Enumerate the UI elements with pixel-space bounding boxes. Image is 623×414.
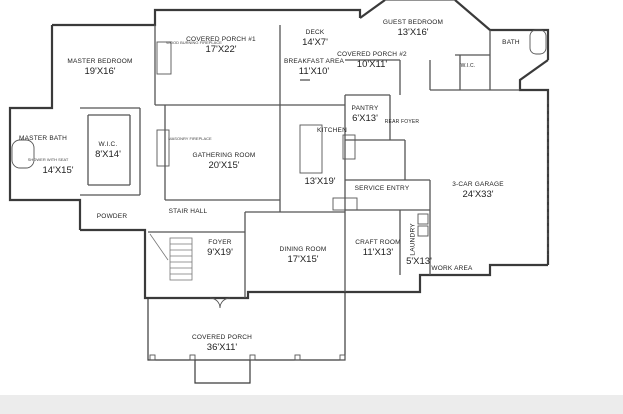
room-covered-porch-2: COVERED PORCH #2 10'X11' <box>337 51 407 70</box>
room-name: 3-CAR GARAGE <box>452 181 504 188</box>
interior-walls <box>80 0 520 298</box>
room-kitchen: KITCHEN <box>317 127 347 135</box>
room-dim: 17'X15' <box>287 253 319 265</box>
room-pantry: PANTRY 6'X13' <box>351 105 379 124</box>
room-work-area: WORK AREA <box>431 265 473 273</box>
room-name: COVERED PORCH #2 <box>337 51 407 58</box>
room-name: GATHERING ROOM <box>192 152 256 159</box>
room-service-entry: SERVICE ENTRY <box>354 185 410 193</box>
room-deck: DECK 14'X7' <box>302 29 328 48</box>
room-master-bath: MASTER BATH <box>19 135 67 143</box>
room-dim: 9'X19' <box>207 246 233 258</box>
room-dim: 36'X11' <box>206 341 238 353</box>
room-wic-master: W.I.C. 8'X14' <box>95 141 121 160</box>
room-name: LAUNDRY <box>409 223 417 256</box>
room-master-bath-dim: 14'X15' <box>42 165 73 176</box>
room-covered-porch-front: COVERED PORCH 36'X11' <box>191 334 253 353</box>
room-stair-hall: STAIR HALL <box>168 208 208 216</box>
fixtures <box>11 29 549 361</box>
room-craft-room: CRAFT ROOM 11'X13' <box>355 239 401 258</box>
room-bath: BATH <box>502 39 520 47</box>
room-name: COVERED PORCH <box>191 334 253 341</box>
note-fireplace-porch: WOOD BURNING FIREPLACE <box>166 40 222 45</box>
room-name: MASTER BEDROOM <box>67 58 133 65</box>
room-foyer: FOYER 9'X19' <box>207 239 233 258</box>
room-master-bedroom: MASTER BEDROOM 19'X16' <box>67 58 133 77</box>
room-dim: 11'X10' <box>298 65 330 77</box>
room-guest-bedroom: GUEST BEDROOM 13'X16' <box>382 19 444 38</box>
note-fireplace-gathering: MASONRY FIREPLACE <box>168 136 212 141</box>
room-dim: 14'X7' <box>302 36 328 48</box>
room-name: COVERED PORCH #1 <box>186 36 256 43</box>
bottom-margin <box>0 395 623 414</box>
room-name: BREAKFAST AREA <box>283 58 345 65</box>
room-garage: 3-CAR GARAGE 24'X33' <box>452 181 504 200</box>
room-dim: 24'X33' <box>462 188 494 200</box>
room-name: MASTER BATH <box>19 135 67 142</box>
room-name: CRAFT ROOM <box>355 239 401 246</box>
room-name: DINING ROOM <box>279 246 327 253</box>
room-dim: 13'X19' <box>304 176 336 187</box>
room-name: STAIR HALL <box>168 208 208 215</box>
room-name: REAR FOYER <box>384 119 420 125</box>
room-dim: 5'X13' <box>406 256 432 267</box>
room-gathering-room: GATHERING ROOM 20'X15' <box>192 152 256 171</box>
room-name: W.I.C. <box>460 63 476 69</box>
room-name: POWDER <box>96 213 128 220</box>
room-dim: 8'X14' <box>95 148 121 160</box>
room-breakfast-area: BREAKFAST AREA 11'X10' <box>283 58 345 77</box>
room-covered-porch-1: COVERED PORCH #1 17'X22' <box>186 36 256 55</box>
room-dim: 20'X15' <box>208 159 240 171</box>
room-name: FOYER <box>208 239 232 246</box>
room-name: GUEST BEDROOM <box>382 19 444 26</box>
room-name: BATH <box>502 39 520 46</box>
room-dim: 13'X16' <box>397 26 429 38</box>
room-name: WORK AREA <box>431 265 473 272</box>
note-shower: SHOWER WITH SEAT <box>27 157 69 162</box>
room-powder: POWDER <box>96 213 128 221</box>
room-rear-foyer: REAR FOYER <box>384 119 420 125</box>
room-laundry: LAUNDRY <box>409 223 418 256</box>
room-name: PANTRY <box>351 105 379 112</box>
room-dim: 10'X11' <box>356 58 388 70</box>
room-dim: 19'X16' <box>84 65 116 77</box>
room-name: W.I.C. <box>98 141 118 148</box>
room-dim: 14'X15' <box>42 165 74 176</box>
room-name: KITCHEN <box>317 127 347 134</box>
room-dining-room: DINING ROOM 17'X15' <box>279 246 327 265</box>
room-name: SERVICE ENTRY <box>354 185 410 192</box>
room-kitchen-dim: 13'X19' <box>304 176 335 187</box>
room-name: DECK <box>305 29 325 36</box>
room-dim: 17'X22' <box>205 43 237 55</box>
room-dim: 11'X13' <box>362 246 394 258</box>
stair <box>149 233 193 281</box>
room-wic-guest: W.I.C. <box>460 63 476 69</box>
room-laundry-dim: 5'X13' <box>406 256 432 267</box>
room-dim: 6'X13' <box>352 112 378 124</box>
